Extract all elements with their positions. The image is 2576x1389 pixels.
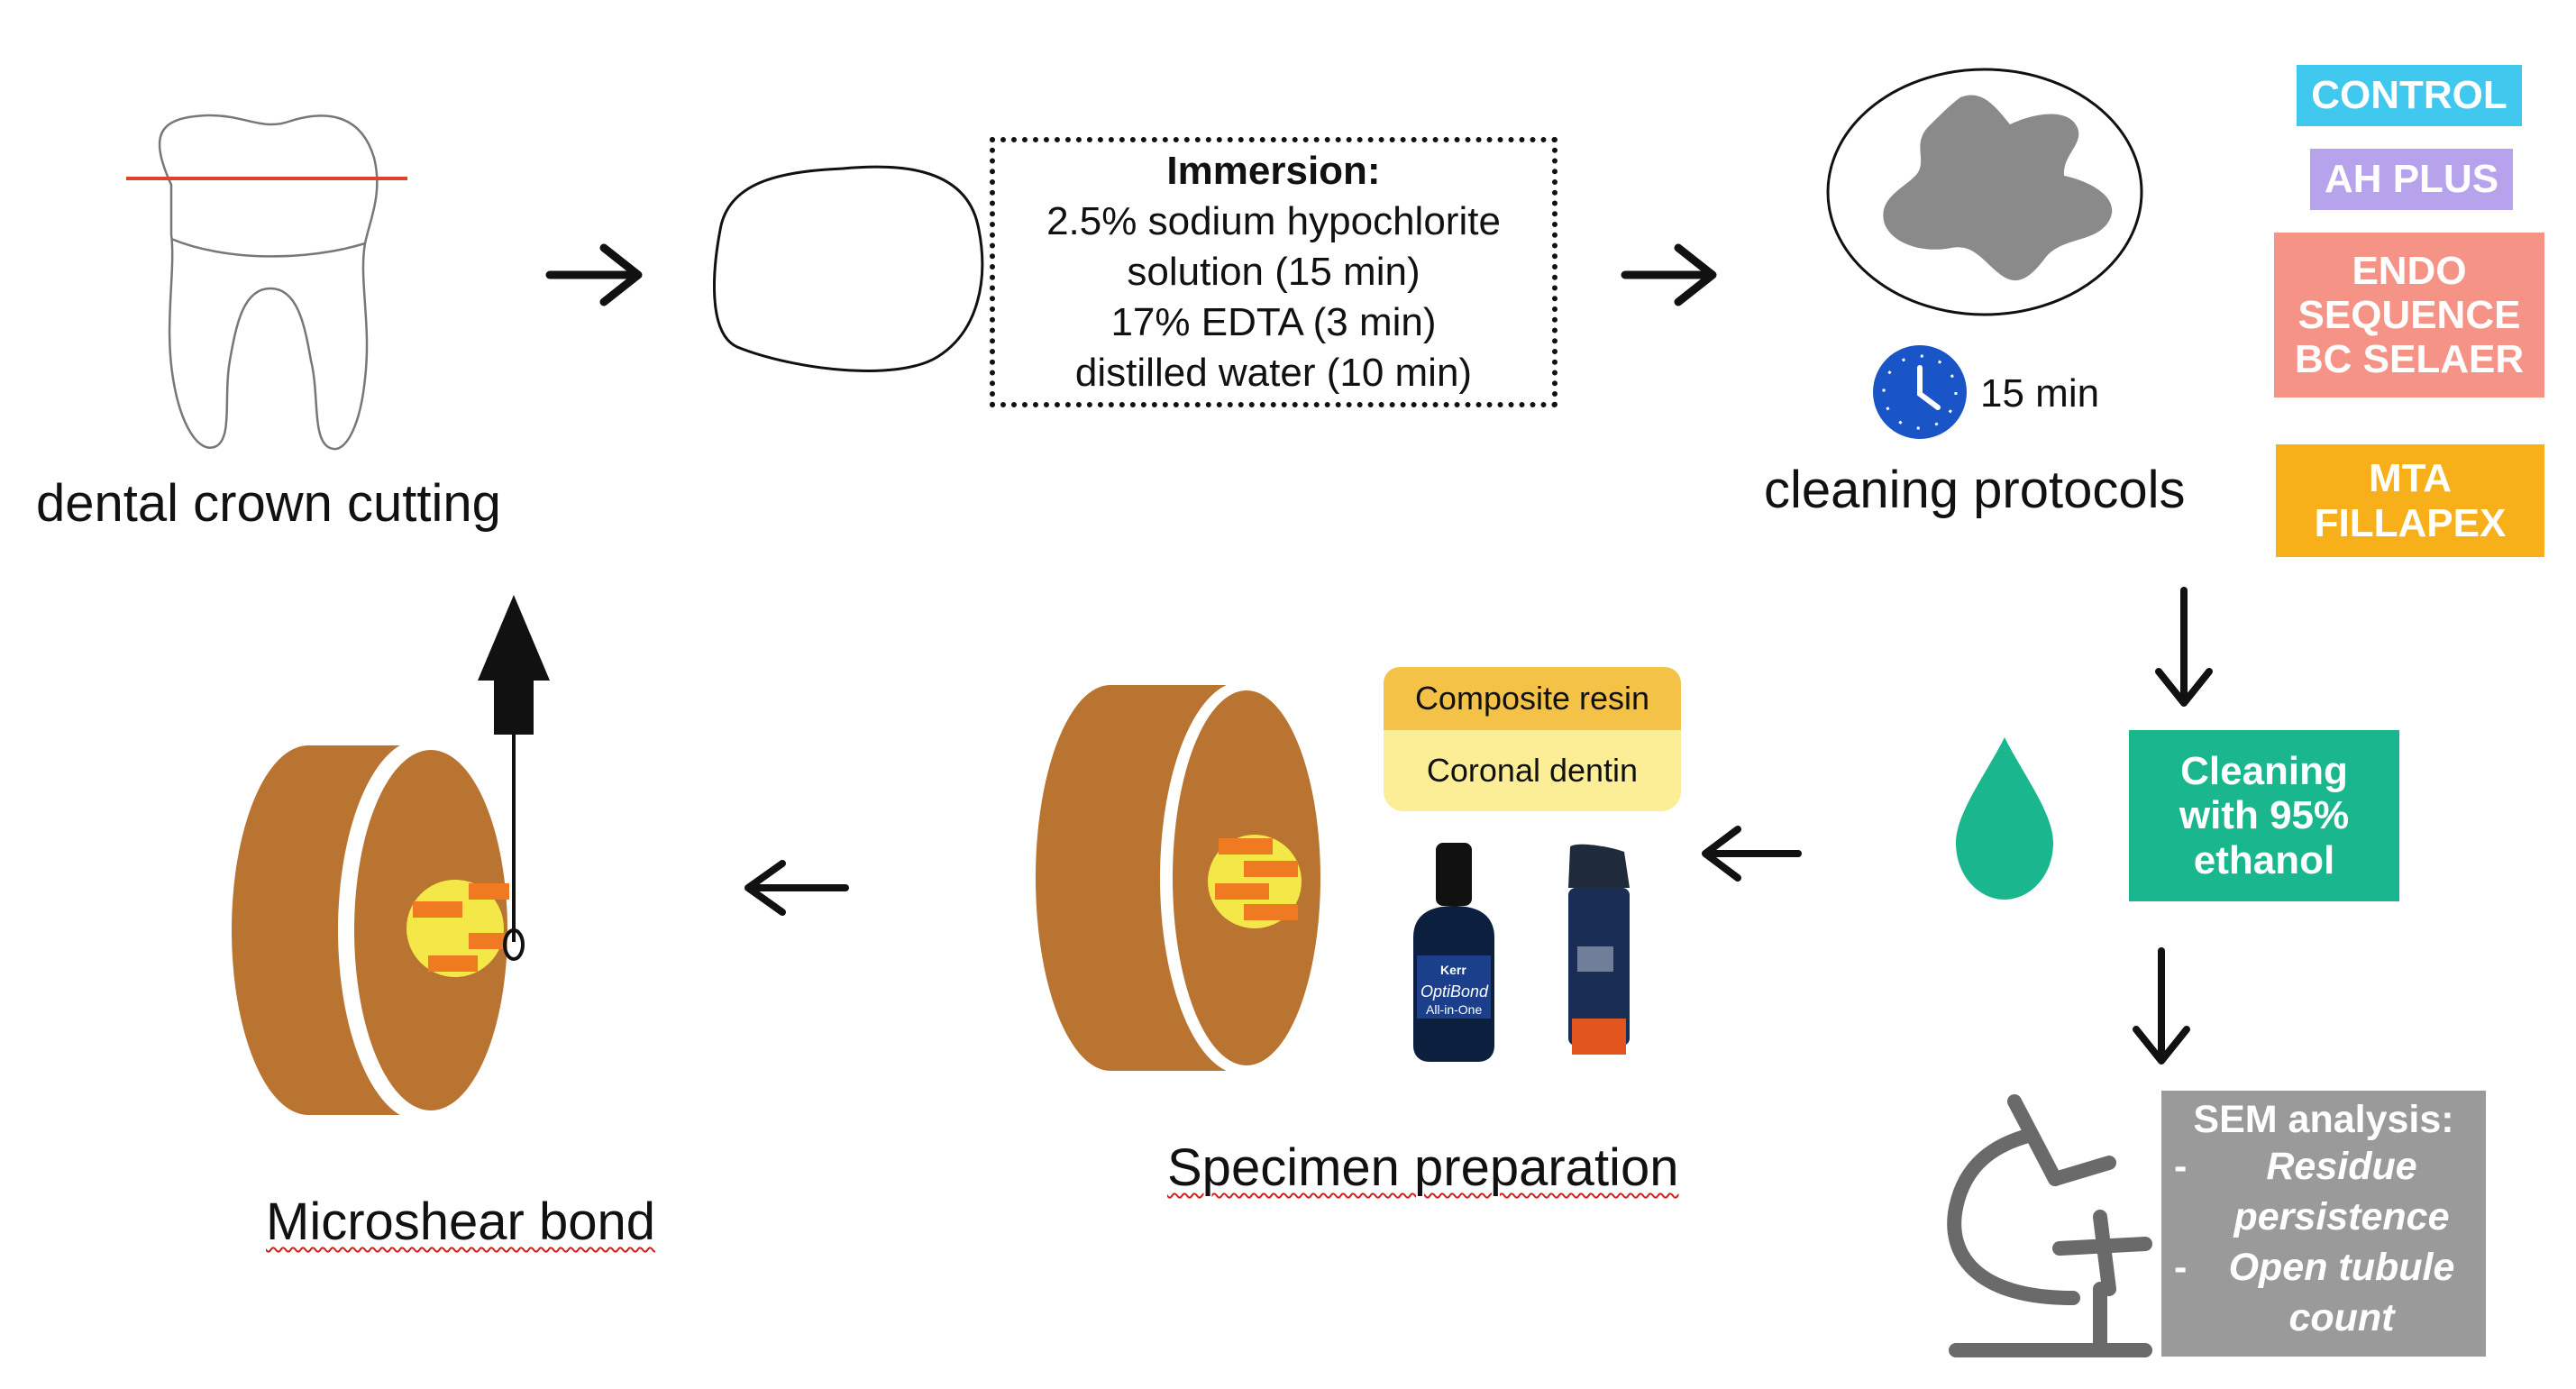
immersion-line: 2.5% sodium hypochlorite: [1046, 199, 1501, 244]
sealer-label: CONTROL: [2311, 73, 2507, 118]
sealer-label: MTA: [2368, 456, 2453, 501]
step-label-cleaning-protocols: cleaning protocols: [1764, 461, 2186, 519]
optibond-bottle-icon: [1413, 843, 1494, 1062]
adhesive-bottle-icon: [1568, 844, 1630, 1055]
coronal-dentin-layer: Coronal dentin: [1384, 730, 1681, 811]
ethanol-drop-icon: [1956, 737, 2053, 900]
composite-resin-layer: Composite resin: [1384, 667, 1681, 730]
bottle-product-label: OptiBond: [1420, 982, 1489, 1001]
timer-label: 15 min: [1980, 371, 2100, 416]
sem-item-line: persistence: [2233, 1194, 2450, 1238]
microscope-icon: [1947, 1094, 2152, 1357]
sem-item-line: Residue: [2266, 1145, 2417, 1188]
sem-item-line: Open tubule: [2228, 1245, 2455, 1289]
ethanol-label: Cleaning: [2180, 749, 2348, 794]
immersion-box: Immersion: 2.5% sodium hypochlorite solu…: [990, 137, 1557, 407]
immersion-title: Immersion:: [1166, 149, 1381, 194]
step-label-crown-cutting: dental crown cutting: [36, 474, 501, 533]
sem-item-dash: -: [2174, 1245, 2188, 1289]
sealer-label: AH PLUS: [2324, 157, 2499, 202]
sem-item-line: count: [2288, 1295, 2395, 1339]
sealer-control-box: CONTROL: [2297, 65, 2522, 126]
sealer-ahplus-box: AH PLUS: [2310, 149, 2513, 210]
sealer-label: ENDO: [2352, 248, 2467, 293]
sealer-label: BC SELAER: [2294, 337, 2525, 382]
arrow-down-1: [2155, 587, 2213, 707]
tooth-icon: [158, 114, 379, 451]
sealer-label: SEQUENCE: [2297, 292, 2521, 337]
immersion-line: solution (15 min): [1127, 250, 1420, 295]
arrow-left-2: [744, 860, 849, 916]
dentin-disk-outline: [713, 165, 984, 372]
microshear-disk: [232, 739, 509, 1121]
step-label-microshear-bond: Microshear bond: [266, 1193, 655, 1251]
arrow-left-1: [1702, 826, 1802, 882]
bottle-product-sublabel: All-in-One: [1426, 1002, 1483, 1017]
immersion-line: 17% EDTA (3 min): [1110, 299, 1437, 344]
sealer-mtafillapex-box: MTA FILLAPEX: [2276, 444, 2544, 557]
sem-analysis-box: SEM analysis: - Residue persistence - Op…: [2161, 1091, 2486, 1357]
immersion-line: distilled water (10 min): [1074, 350, 1473, 395]
layer-label: Composite resin: [1414, 680, 1650, 717]
step-label-specimen-preparation: Specimen preparation: [1167, 1138, 1679, 1197]
sem-title: SEM analysis:: [2193, 1098, 2454, 1141]
ethanol-label: with 95%: [2179, 793, 2350, 838]
arrow-down-2: [2133, 947, 2190, 1065]
load-wire-arrow: [478, 595, 550, 961]
sealer-endosequence-box: ENDO SEQUENCE BC SELAER: [2274, 233, 2544, 398]
layer-label: Coronal dentin: [1426, 752, 1639, 789]
bottle-brand-label: Kerr: [1440, 963, 1466, 977]
dentin-sealer-section: [1826, 68, 2143, 316]
ethanol-label: ethanol: [2193, 837, 2335, 882]
sealer-label: FILLAPEX: [2314, 500, 2507, 545]
arrow-right-1: [545, 243, 643, 306]
specimen-disk: [1036, 681, 1324, 1074]
arrow-right-2: [1621, 243, 1717, 306]
sem-item-dash: -: [2174, 1145, 2188, 1188]
clock-icon: [1873, 345, 1967, 439]
sem-item: - Residue persistence: [2161, 1142, 2486, 1243]
ethanol-cleaning-box: Cleaning with 95% ethanol: [2129, 730, 2399, 901]
sem-item: - Open tubule count: [2161, 1243, 2486, 1344]
